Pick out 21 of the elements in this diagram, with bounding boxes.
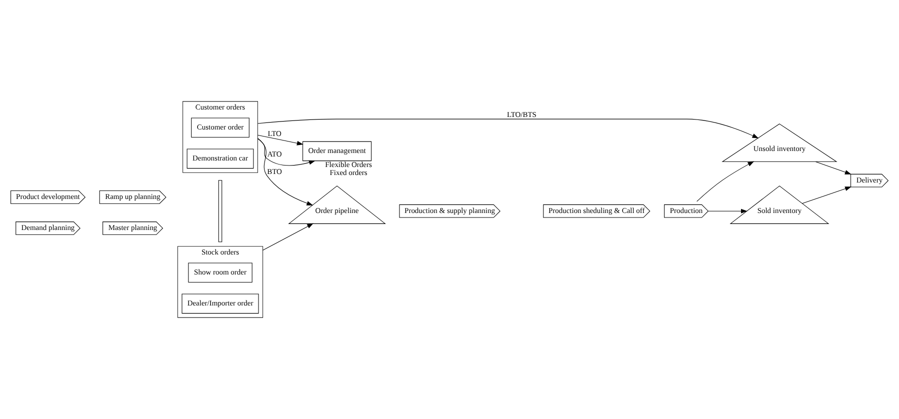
arrow (815, 161, 852, 174)
arrow (802, 186, 852, 204)
node-box: Demonstration car (186, 148, 254, 169)
node-box: Show room order (188, 262, 252, 283)
edge-label: ATO (267, 150, 282, 159)
edge-label: LTO/BTS (506, 110, 536, 120)
arrow (696, 161, 754, 202)
arrow (257, 118, 759, 138)
arrow (257, 134, 304, 146)
node-bar (218, 180, 222, 242)
arrow (262, 223, 314, 251)
arrow (257, 138, 316, 166)
arrow (257, 138, 314, 206)
node-box: Dealer/Importer order (182, 294, 259, 314)
node-box: Order management (302, 141, 372, 162)
node-box: Customer order (191, 118, 250, 138)
edge-label: LTO (268, 128, 282, 138)
edge-label: BTO (267, 166, 282, 176)
node-label: Flexible Orders (325, 160, 372, 169)
node-label: Fixed orders (330, 168, 368, 177)
arrow (708, 208, 748, 214)
